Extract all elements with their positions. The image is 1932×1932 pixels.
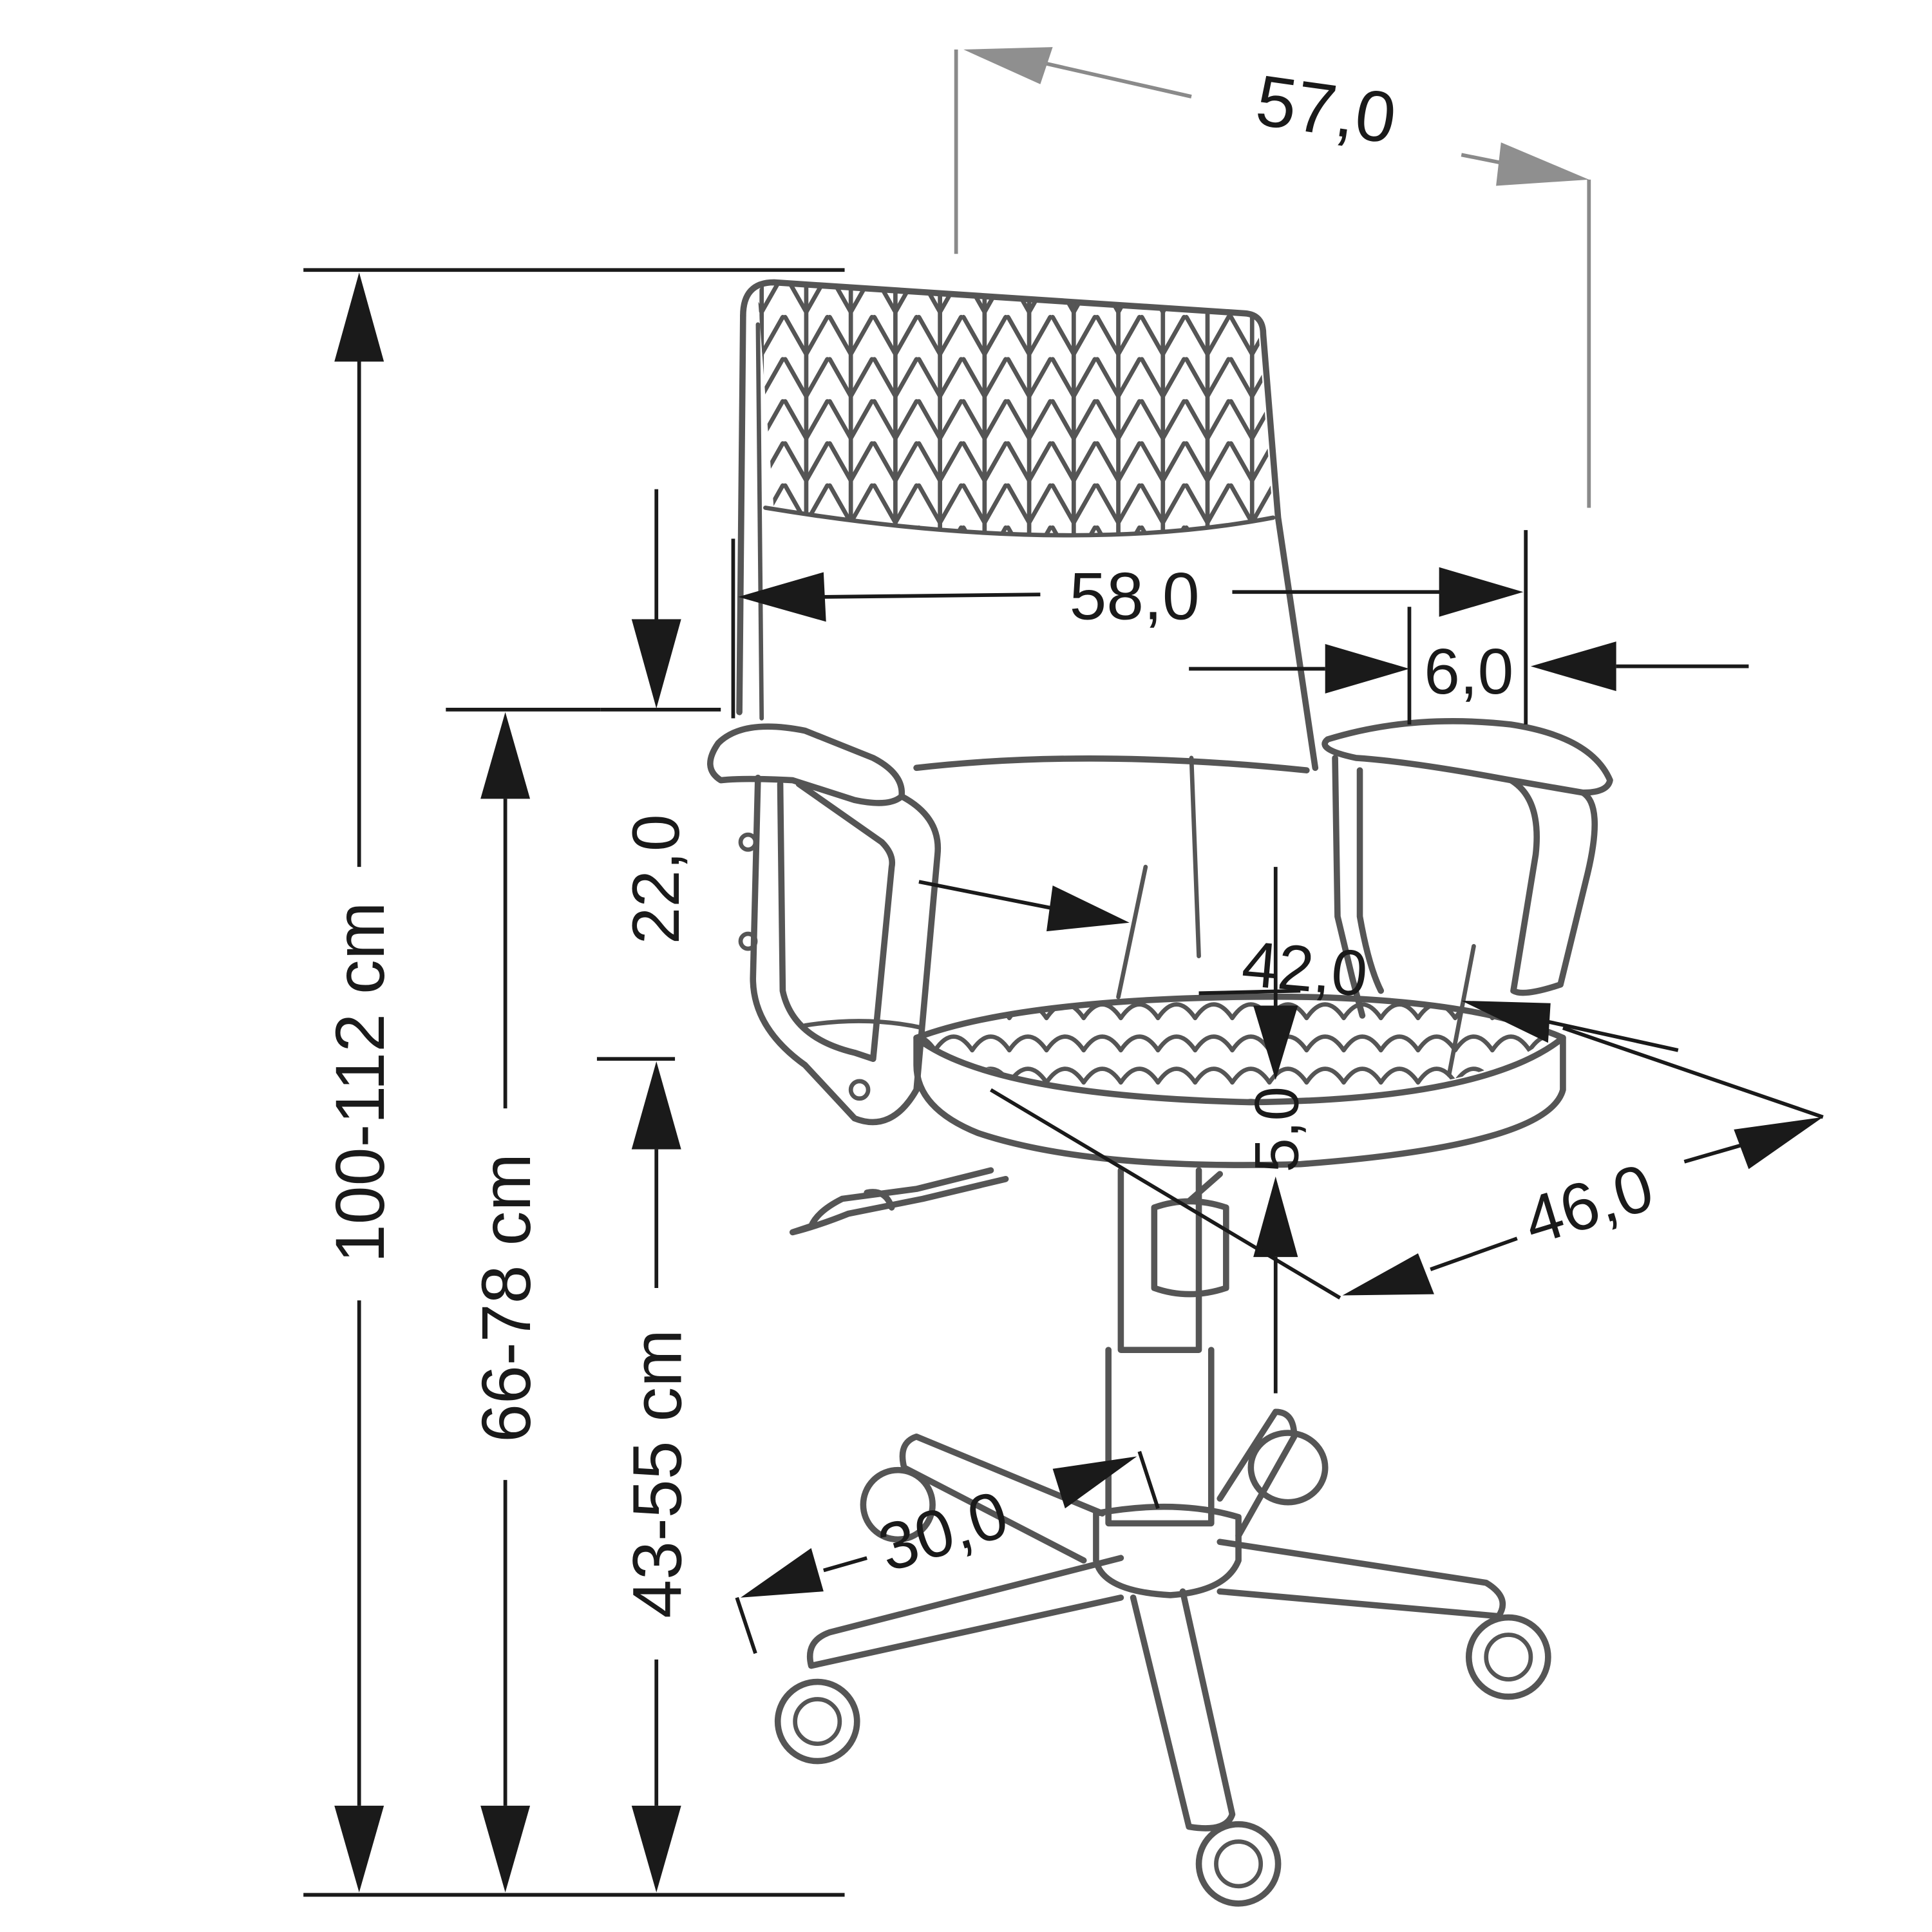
- dimension-labels: 57,0 58,0 6,0 22,0 42,0 5,0 46,0 30,0 10…: [321, 60, 1662, 1618]
- knit-stitch: [757, 399, 785, 441]
- seat-stitch: [1490, 1034, 1532, 1053]
- seat-stitch: [1119, 1099, 1160, 1101]
- seat-stitch: [1230, 1066, 1272, 1085]
- seat-stitch: [916, 1034, 938, 1053]
- label-total-height: 100-112 cm: [321, 902, 399, 1263]
- label-seat-thickness: 5,0: [1242, 1086, 1311, 1173]
- seat-stitch: [970, 1099, 1012, 1101]
- seat-stitch: [1007, 1034, 1049, 1053]
- knit-stitch: [782, 525, 829, 536]
- label-armrest-width: 6,0: [1424, 636, 1513, 708]
- backrest: [736, 279, 1319, 999]
- label-depth: 57,0: [1251, 60, 1401, 159]
- seat-stitch: [1527, 1034, 1548, 1053]
- seat-stitch: [1378, 1066, 1421, 1085]
- seat-stitch: [916, 1002, 938, 1021]
- seat-stitch: [1416, 1066, 1457, 1085]
- seat-thickness-dimension: [1253, 867, 1298, 1394]
- seat-stitch: [1304, 1066, 1346, 1085]
- label-seat-height: 43-55 cm: [619, 1329, 696, 1618]
- seat-stitch: [933, 1034, 974, 1053]
- seat-height-dimension: [596, 1057, 681, 1893]
- caster-wheels: [774, 1430, 1551, 1907]
- knit-stitch: [1184, 282, 1231, 314]
- seat-stitch: [1304, 1002, 1346, 1021]
- label-armrest-height: 66-78 cm: [468, 1153, 545, 1443]
- label-seat-depth: 46,0: [1515, 1150, 1662, 1259]
- label-base-radius: 30,0: [870, 1477, 1016, 1586]
- base-radius-dimension: [735, 1450, 1160, 1654]
- seat: [802, 993, 1566, 1168]
- left-armrest: [707, 723, 942, 1126]
- knit-stitch: [872, 525, 919, 536]
- chair-drawing: [707, 279, 1613, 1907]
- total-height-dimension: [303, 268, 845, 1897]
- seat-stitch: [1155, 1034, 1198, 1053]
- seat-stitch: [1378, 1034, 1421, 1053]
- seat-stitch: [1341, 1002, 1383, 1021]
- seat-stitch: [1044, 1034, 1086, 1053]
- seat-stitch: [1378, 1002, 1421, 1021]
- armrest-height-dimension: [446, 708, 601, 1893]
- five-star-base: [774, 1408, 1551, 1907]
- seat-stitch: [1378, 1099, 1421, 1101]
- seat-depth-dimension: [989, 1026, 1824, 1300]
- seat-stitch: [1044, 1066, 1086, 1085]
- seat-stitch: [1119, 1066, 1160, 1085]
- seat-stitch: [1304, 1034, 1346, 1053]
- knit-stitch: [757, 357, 785, 399]
- backrest-height-dimension: [600, 489, 721, 712]
- label-seat-width: 42,0: [1239, 927, 1370, 1010]
- seat-stitch: [1155, 1066, 1198, 1085]
- label-width: 58,0: [1069, 560, 1199, 634]
- seat-knit-pattern: [916, 1002, 1548, 1101]
- seat-stitch: [933, 1002, 974, 1021]
- right-armrest: [1321, 718, 1613, 1077]
- seat-stitch: [1081, 1099, 1123, 1101]
- knit-stitch: [828, 525, 875, 536]
- dimension-lines: [303, 47, 1824, 1897]
- seat-stitch: [1416, 1034, 1457, 1053]
- seat-stitch: [1081, 1066, 1123, 1085]
- seat-stitch: [1081, 1002, 1123, 1021]
- seat-stitch: [1453, 1099, 1495, 1101]
- seat-stitch: [1341, 1099, 1383, 1101]
- seat-stitch: [1267, 1066, 1309, 1085]
- seat-stitch: [1044, 1099, 1086, 1101]
- armrest-width-dimension: [1189, 607, 1749, 724]
- knit-stitch: [757, 441, 785, 483]
- seat-stitch: [1155, 1002, 1198, 1021]
- seat-stitch: [1490, 1099, 1532, 1101]
- seat-stitch: [1155, 1099, 1198, 1101]
- seat-stitch: [970, 1034, 1012, 1053]
- seat-stitch: [1193, 1034, 1235, 1053]
- knit-stitch: [1229, 282, 1273, 314]
- seat-stitch: [1453, 1034, 1495, 1053]
- seat-stitch: [1193, 1066, 1235, 1085]
- seat-stitch: [1341, 1034, 1383, 1053]
- seat-stitch: [1341, 1066, 1383, 1085]
- seat-stitch: [1193, 1002, 1235, 1021]
- seat-stitch: [1119, 1034, 1160, 1053]
- seat-stitch: [1416, 1099, 1457, 1101]
- width-dimension: [731, 530, 1528, 724]
- depth-dimension: [954, 47, 1591, 508]
- backrest-knit-pattern: [757, 282, 1273, 536]
- seat-stitch: [1081, 1034, 1123, 1053]
- gas-lift-mechanism: [789, 1167, 1229, 1527]
- knit-stitch: [916, 525, 963, 536]
- seat-stitch: [1119, 1002, 1160, 1021]
- seat-stitch: [933, 1066, 974, 1085]
- label-backrest-height: 22,0: [619, 814, 694, 944]
- seat-width-dimension: [918, 880, 1679, 1052]
- knit-stitch: [1229, 525, 1273, 536]
